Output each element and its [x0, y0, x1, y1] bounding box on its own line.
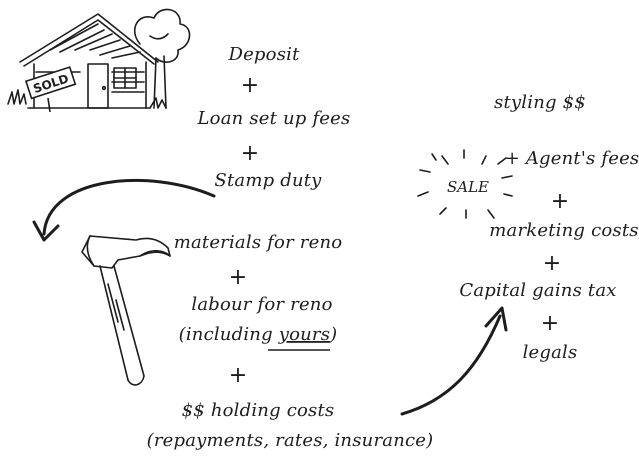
- curved-arrow-icon: [32, 178, 216, 242]
- labour-label: labour for reno: [191, 294, 332, 315]
- agents-fees-label: + Agent's fees: [505, 148, 639, 169]
- legals-label: legals: [523, 342, 578, 363]
- plus-sign: +: [241, 141, 259, 166]
- sale-costs-group: styling $$ + Agent's fees + marketing co…: [459, 92, 639, 363]
- plus-sign: +: [241, 73, 259, 98]
- hammer-icon: [81, 235, 171, 386]
- including-line: (including yours): [179, 324, 338, 345]
- sale-burst-icon: [417, 149, 513, 219]
- plus-sign: +: [229, 363, 247, 388]
- sale-label: SALE: [447, 178, 489, 196]
- plus-sign: +: [541, 311, 559, 336]
- including-suffix: ): [329, 324, 337, 345]
- holding-costs-detail: (repayments, rates, insurance): [147, 430, 434, 451]
- renovation-costs-group: materials for reno + labour for reno (in…: [147, 232, 434, 451]
- plus-sign: +: [551, 189, 569, 214]
- deposit-label: Deposit: [227, 44, 300, 65]
- curved-arrow-icon: [400, 306, 508, 416]
- loan-fees-label: Loan set up fees: [197, 108, 351, 129]
- purchase-costs-group: Deposit + Loan set up fees + Stamp duty: [197, 44, 351, 191]
- marketing-label: marketing costs: [489, 220, 638, 241]
- including-prefix: (including: [179, 324, 279, 345]
- house-icon: [7, 8, 191, 109]
- plus-sign: +: [543, 251, 561, 276]
- including-emphasis: yours: [278, 324, 330, 345]
- stamp-duty-label: Stamp duty: [214, 170, 322, 191]
- capital-gains-label: Capital gains tax: [459, 280, 616, 301]
- materials-label: materials for reno: [174, 232, 343, 253]
- plus-sign: +: [229, 265, 247, 290]
- holding-costs-label: $$ holding costs: [182, 400, 335, 421]
- styling-label: styling $$: [494, 92, 586, 113]
